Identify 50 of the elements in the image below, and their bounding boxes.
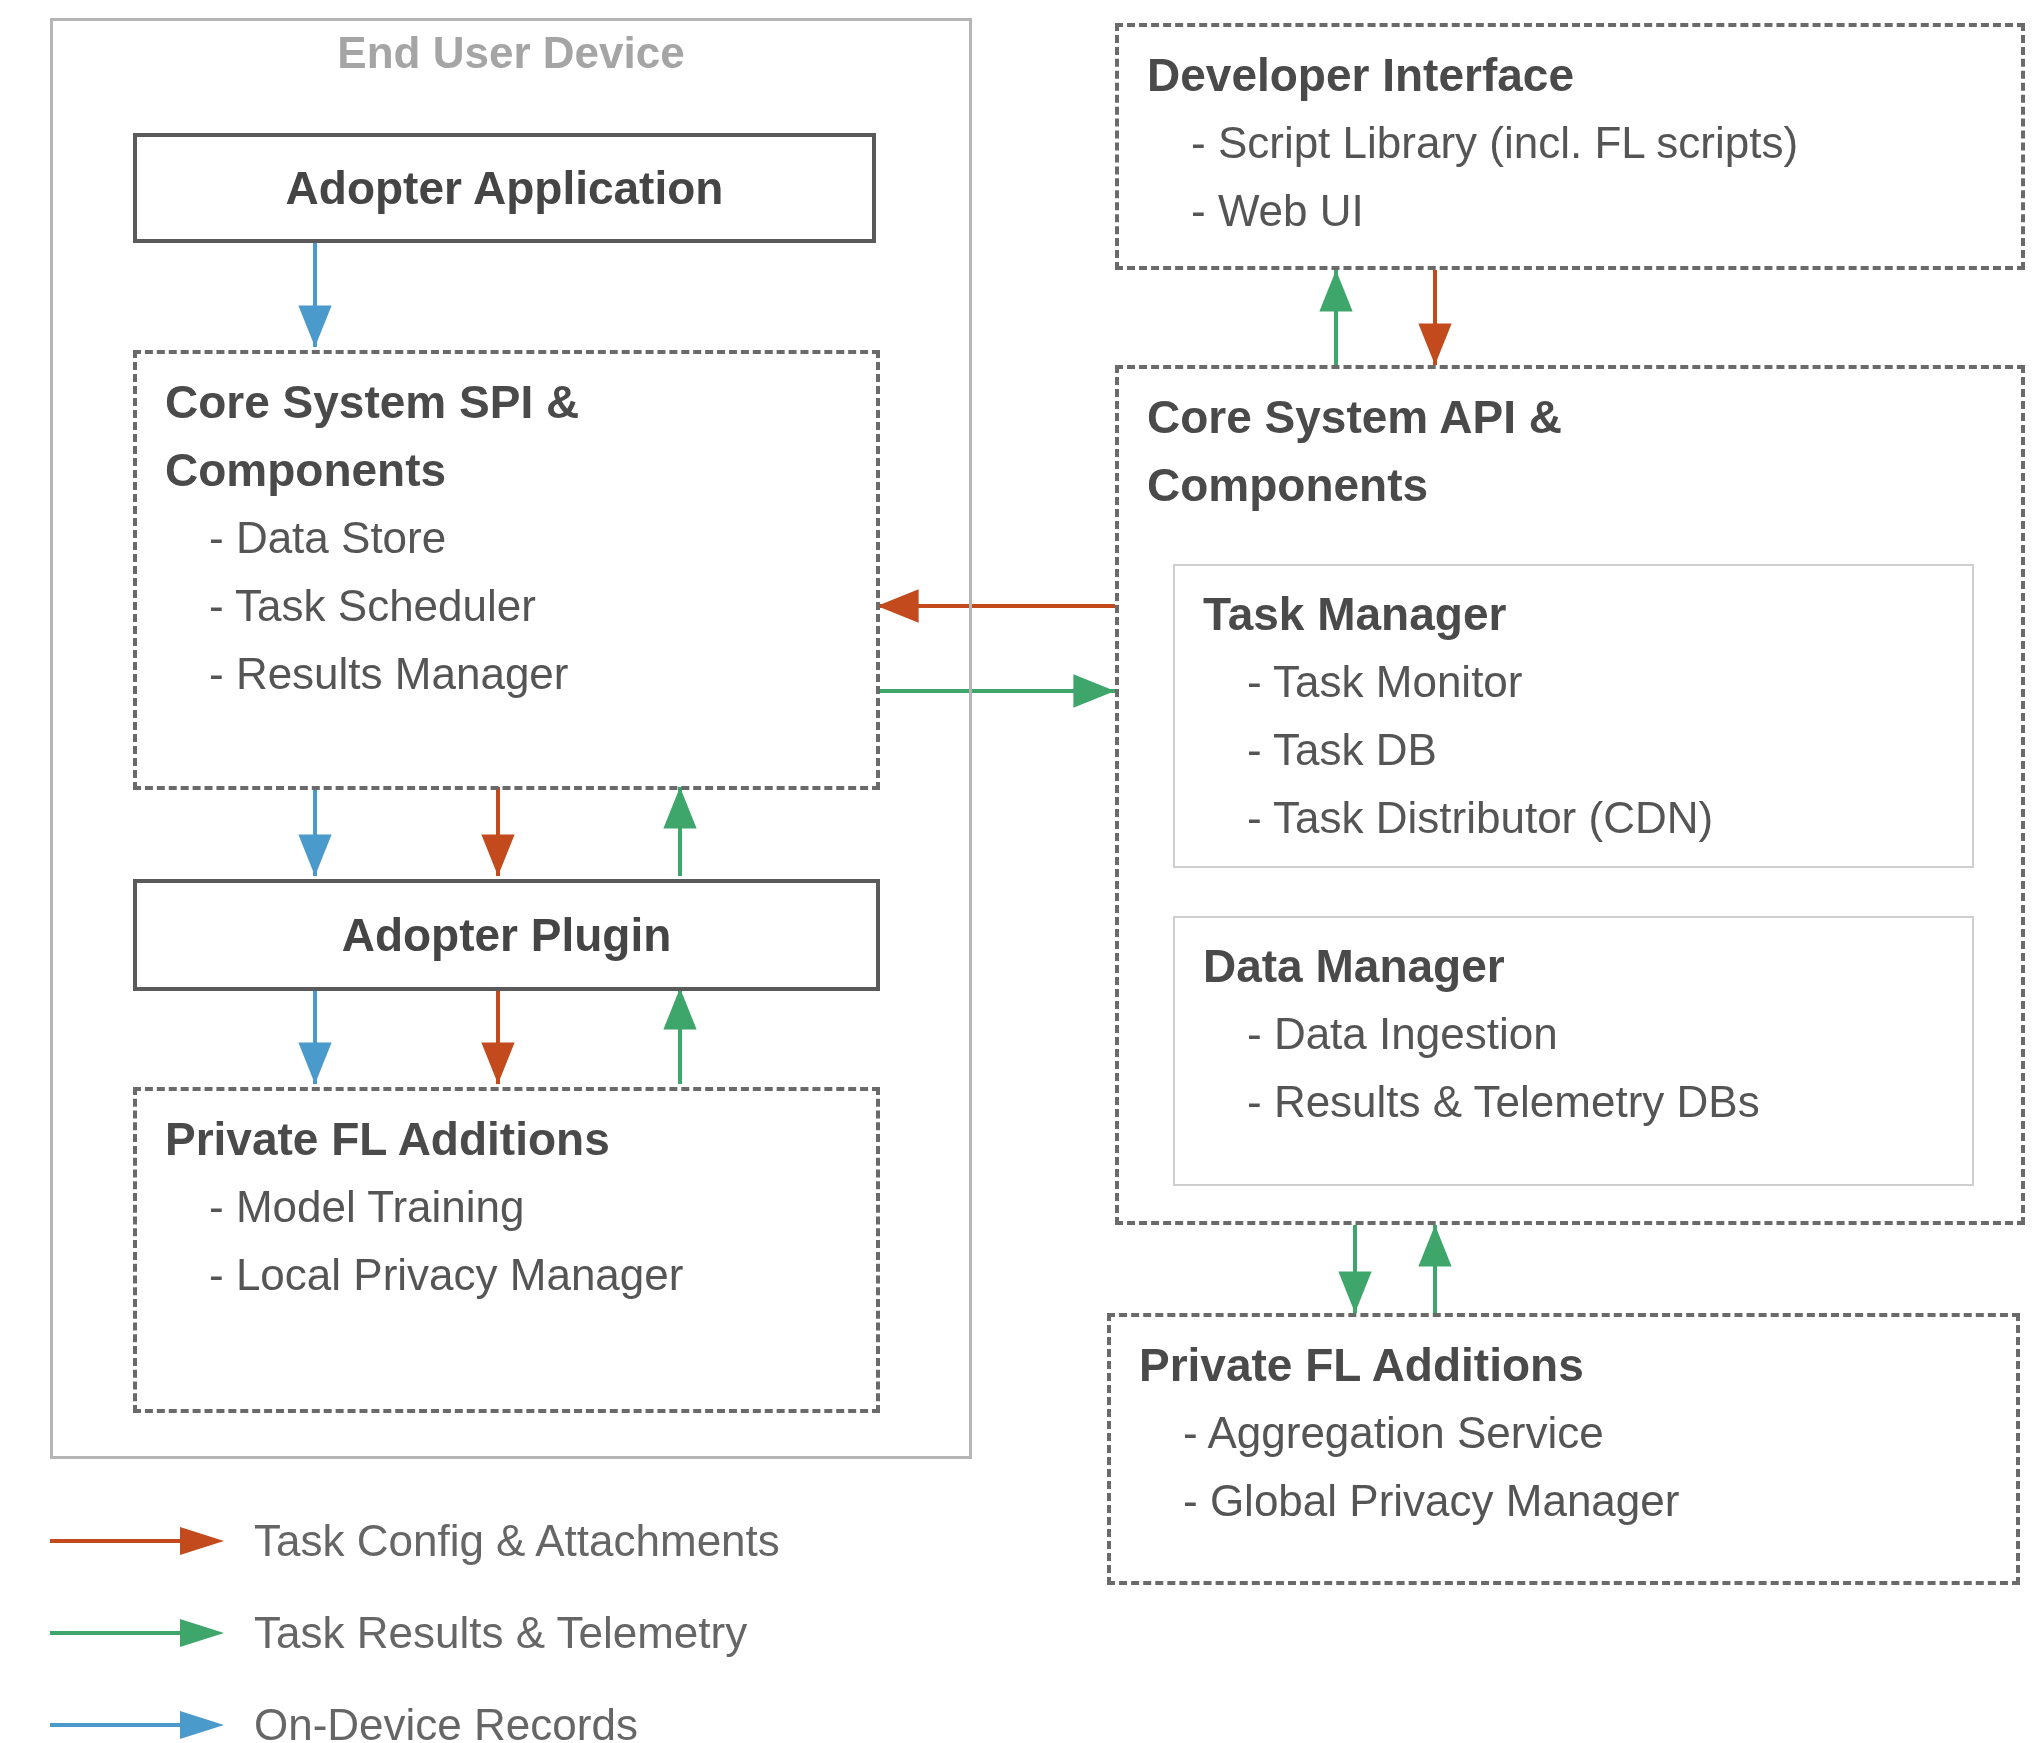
component-panel [1115, 23, 2025, 270]
arrow [1418, 1225, 1452, 1313]
list-item: - Global Privacy Manager [1182, 1475, 1680, 1527]
list-item: - Task Distributor (CDN) [1246, 792, 1714, 844]
list-item: - Data Store [208, 512, 447, 564]
component-panel [1107, 1313, 2020, 1585]
arrow [1319, 270, 1353, 365]
list-item: - Results Manager [208, 648, 569, 700]
arrow [481, 787, 515, 876]
box-heading: Adopter Plugin [341, 908, 672, 963]
arrow [877, 674, 1115, 708]
arrow [1418, 270, 1452, 365]
component-box [133, 879, 880, 991]
list-item: - Web UI [1190, 185, 1364, 237]
box-heading: Private FL Additions [165, 1112, 611, 1167]
legend-label: On-Device Records [254, 1699, 638, 1743]
list-item: - Results & Telemetry DBs [1246, 1076, 1760, 1128]
list-item: - Script Library (incl. FL scripts) [1190, 117, 1799, 169]
box-heading: Adopter Application [285, 161, 724, 216]
arrow [298, 988, 332, 1084]
arrow [663, 787, 697, 876]
box-heading: Task Manager [1203, 587, 1508, 642]
arrow [481, 988, 515, 1084]
arrow [663, 988, 697, 1084]
box-heading: Core System SPI & Components [165, 375, 581, 498]
component-panel [1173, 916, 1974, 1186]
component-box [133, 133, 876, 243]
box-heading: Data Manager [1203, 939, 1506, 994]
box-heading: End User Device [336, 27, 686, 79]
list-item: - Data Ingestion [1246, 1008, 1558, 1060]
list-item: - Aggregation Service [1182, 1407, 1604, 1459]
list-item: - Model Training [208, 1181, 525, 1233]
arrow [298, 787, 332, 876]
component-panel [1173, 564, 1974, 868]
box-heading: Developer Interface [1147, 48, 1575, 103]
arrow [298, 240, 332, 347]
list-item: - Task DB [1246, 724, 1437, 776]
component-panel [133, 1087, 880, 1413]
component-panel [1115, 365, 2025, 1225]
arrow [1338, 1225, 1372, 1313]
legend-label: Task Results & Telemetry [254, 1607, 748, 1659]
arrow [877, 589, 1115, 623]
box-heading: Private FL Additions [1139, 1338, 1585, 1393]
component-panel [133, 350, 880, 790]
device-frame [50, 18, 972, 1459]
list-item: - Task Scheduler [208, 580, 536, 632]
list-item: - Task Monitor [1246, 656, 1523, 708]
box-heading: Core System API & Components [1147, 390, 1563, 513]
list-item: - Local Privacy Manager [208, 1249, 684, 1301]
legend-label: Task Config & Attachments [254, 1515, 780, 1567]
